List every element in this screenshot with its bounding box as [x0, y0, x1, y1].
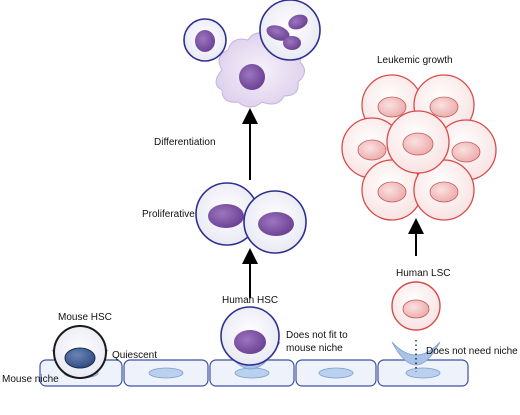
granulocyte-nucleus-lobe — [288, 14, 308, 30]
human-lsc-group — [391, 281, 441, 372]
human-hsc-group — [220, 306, 281, 370]
label-differentiation: Differentiation — [154, 137, 216, 148]
leukemic-cell-center — [386, 110, 450, 174]
proliferative-nucleus-right — [258, 212, 294, 236]
leukemic-cell — [413, 159, 475, 221]
granulocyte-cell — [259, 0, 321, 61]
niche-cell-nucleus — [234, 367, 270, 379]
human-lsc-nucleus — [402, 299, 430, 319]
proliferative-nucleus-left — [208, 204, 244, 228]
label-proliferative: Proliferative — [142, 209, 195, 220]
human-hsc-nucleus — [234, 330, 266, 354]
proliferative-cells — [195, 182, 307, 254]
label-human-hsc: Human HSC — [222, 295, 278, 306]
leukemic-cluster — [341, 74, 497, 221]
label-quiescent: Quiescent — [112, 350, 157, 361]
niche-cell-row — [39, 359, 469, 387]
lsc-niche-cup — [391, 341, 441, 366]
label-does-not-fit-line1: Does not fit to — [286, 330, 348, 341]
megakaryocyte-nucleus — [239, 64, 265, 90]
label-leukemic-growth: Leukemic growth — [377, 55, 453, 66]
label-does-not-fit-line2: mouse niche — [286, 343, 343, 354]
differentiated-cells — [183, 0, 321, 108]
label-human-lsc: Human LSC — [396, 268, 450, 279]
granulocyte-nucleus-lobe — [266, 25, 290, 41]
niche-cell-nucleus — [148, 367, 184, 379]
granulocyte-nucleus-lobe — [283, 36, 301, 50]
small-differentiated-nucleus — [195, 30, 215, 52]
mouse-hsc-group — [51, 325, 109, 379]
label-does-not-need-niche: Does not need niche — [426, 346, 518, 357]
label-mouse-niche: Mouse niche — [2, 374, 59, 385]
label-mouse-hsc: Mouse HSC — [58, 312, 112, 323]
niche-cell-nucleus — [318, 367, 354, 379]
niche-cell-nucleus — [405, 367, 441, 379]
mouse-hsc-nucleus — [64, 347, 96, 369]
